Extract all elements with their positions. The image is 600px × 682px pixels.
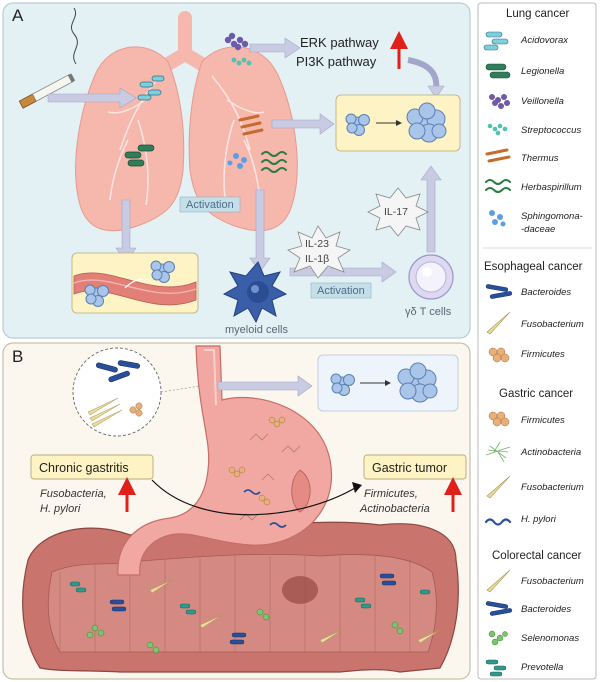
legend-colorectal-item-1: Bacteroides	[521, 604, 571, 615]
activation-tag-1	[179, 196, 241, 213]
blood-vessel-box	[71, 252, 199, 314]
legend: Lung cancer Acidovorax Legionella Veillo…	[477, 2, 597, 680]
legend-colorectal-title: Colorectal cancer	[492, 550, 582, 562]
legend-lung-item-1: Legionella	[521, 66, 564, 77]
activation-tag-2	[310, 282, 372, 299]
panel-a: A	[2, 2, 471, 339]
firmicutes-icon-2	[488, 411, 510, 427]
lung-bacteria	[124, 32, 287, 173]
tumor-bacteria-line1: Firmicutes,	[364, 488, 418, 500]
fusobacterium-icon	[486, 311, 511, 335]
progression-arrow-head	[352, 482, 362, 493]
tumor-growth-box-b	[317, 354, 459, 412]
legend-colorectal-item-0: Fusobacterium	[521, 576, 584, 587]
panel-b: B	[2, 342, 471, 680]
il23-label: IL-23	[305, 238, 329, 250]
firmicutes-icon	[488, 347, 510, 363]
legend-lung-item-4: Thermus	[521, 153, 559, 164]
myeloid-cell-icon	[222, 261, 288, 324]
acidovorax-icon	[483, 31, 509, 51]
panel-a-arrows	[47, 37, 445, 283]
legionella-icon	[485, 63, 511, 79]
h-pylori-icon	[484, 518, 512, 526]
legend-gastric-title: Gastric cancer	[499, 388, 573, 400]
legend-gastric-item-0: Firmicutes	[521, 415, 565, 426]
legend-lung-item-5: Herbaspirillum	[521, 182, 582, 193]
streptococcus-icon	[487, 123, 508, 136]
chronic-gastritis-box	[30, 454, 154, 480]
tumor-bacteria-line2: Actinobacteria	[359, 503, 430, 515]
legend-lung-item-3: Streptococcus	[521, 125, 581, 136]
panel-b-letter: B	[12, 347, 23, 366]
myeloid-cells-label: myeloid cells	[225, 324, 288, 336]
legend-lung-item-6: Sphingomona-	[521, 211, 583, 222]
legend-colorectal-item-2: Selenomonas	[521, 633, 579, 644]
herbaspirillum-icon	[485, 179, 511, 193]
legend-gastric-item-3: H. pylori	[521, 514, 557, 525]
pi3k-pathway-label: PI3K pathway	[296, 54, 377, 69]
legend-esophageal-item-0: Bacteroides	[521, 287, 571, 298]
activation-label-1: Activation	[186, 199, 234, 211]
panel-b-arrow	[217, 375, 313, 397]
panel-a-letter: A	[12, 6, 24, 25]
legend-lung-item-7: -daceae	[521, 224, 555, 235]
legend-gastric-item-2: Fusobacterium	[521, 482, 584, 493]
tumor-growth-box-a	[335, 94, 461, 152]
gastric-tumor-box	[363, 454, 467, 480]
legend-esophageal-item-2: Firmicutes	[521, 349, 565, 360]
cytokine-star-il23	[287, 225, 351, 279]
chronic-bacteria-line2: H. pylori	[40, 503, 81, 515]
fusobacterium-icon-3	[486, 569, 511, 593]
veillonella-icon	[489, 94, 510, 109]
stomach	[117, 345, 333, 576]
progression-arrow	[151, 479, 356, 516]
fusobacterium-icon-2	[486, 475, 511, 499]
cytokine-star-il17	[367, 187, 429, 237]
erk-pathway-label: ERK pathway	[300, 35, 379, 50]
legend-colorectal-item-3: Prevotella	[521, 662, 563, 673]
legend-lung-item-0: Acidovorax	[520, 35, 569, 46]
colon	[22, 521, 459, 673]
legend-lung-title: Lung cancer	[506, 8, 569, 20]
t-cell-icon	[408, 254, 454, 300]
activation-label-2: Activation	[317, 285, 365, 297]
legend-esophageal-item-1: Fusobacterium	[521, 319, 584, 330]
gd-t-cells-label: γδ T cells	[405, 306, 452, 318]
cigarette-icon	[18, 7, 78, 109]
bacteroides-icon	[485, 284, 513, 299]
prevotella-icon	[485, 659, 507, 677]
gastric-tumor-label: Gastric tumor	[372, 461, 447, 475]
il17-label: IL-17	[384, 206, 408, 218]
chronic-bacteria-line1: Fusobacteria,	[40, 488, 107, 500]
legend-gastric-item-1: Actinobacteria	[520, 447, 581, 458]
legend-esophageal-title: Esophageal cancer	[484, 261, 583, 273]
sphingomonadaceae-icon	[489, 210, 506, 227]
legend-lung-item-2: Veillonella	[521, 96, 564, 107]
il1b-label: IL-1β	[305, 253, 329, 265]
colon-bacteria	[69, 573, 441, 654]
zoom-circle	[72, 347, 201, 437]
thermus-icon	[485, 148, 511, 163]
actinobacteria-icon	[485, 441, 511, 463]
chronic-gastritis-label: Chronic gastritis	[39, 461, 129, 475]
selenomonas-icon	[488, 630, 508, 646]
bacteroides-icon-2	[485, 601, 513, 616]
